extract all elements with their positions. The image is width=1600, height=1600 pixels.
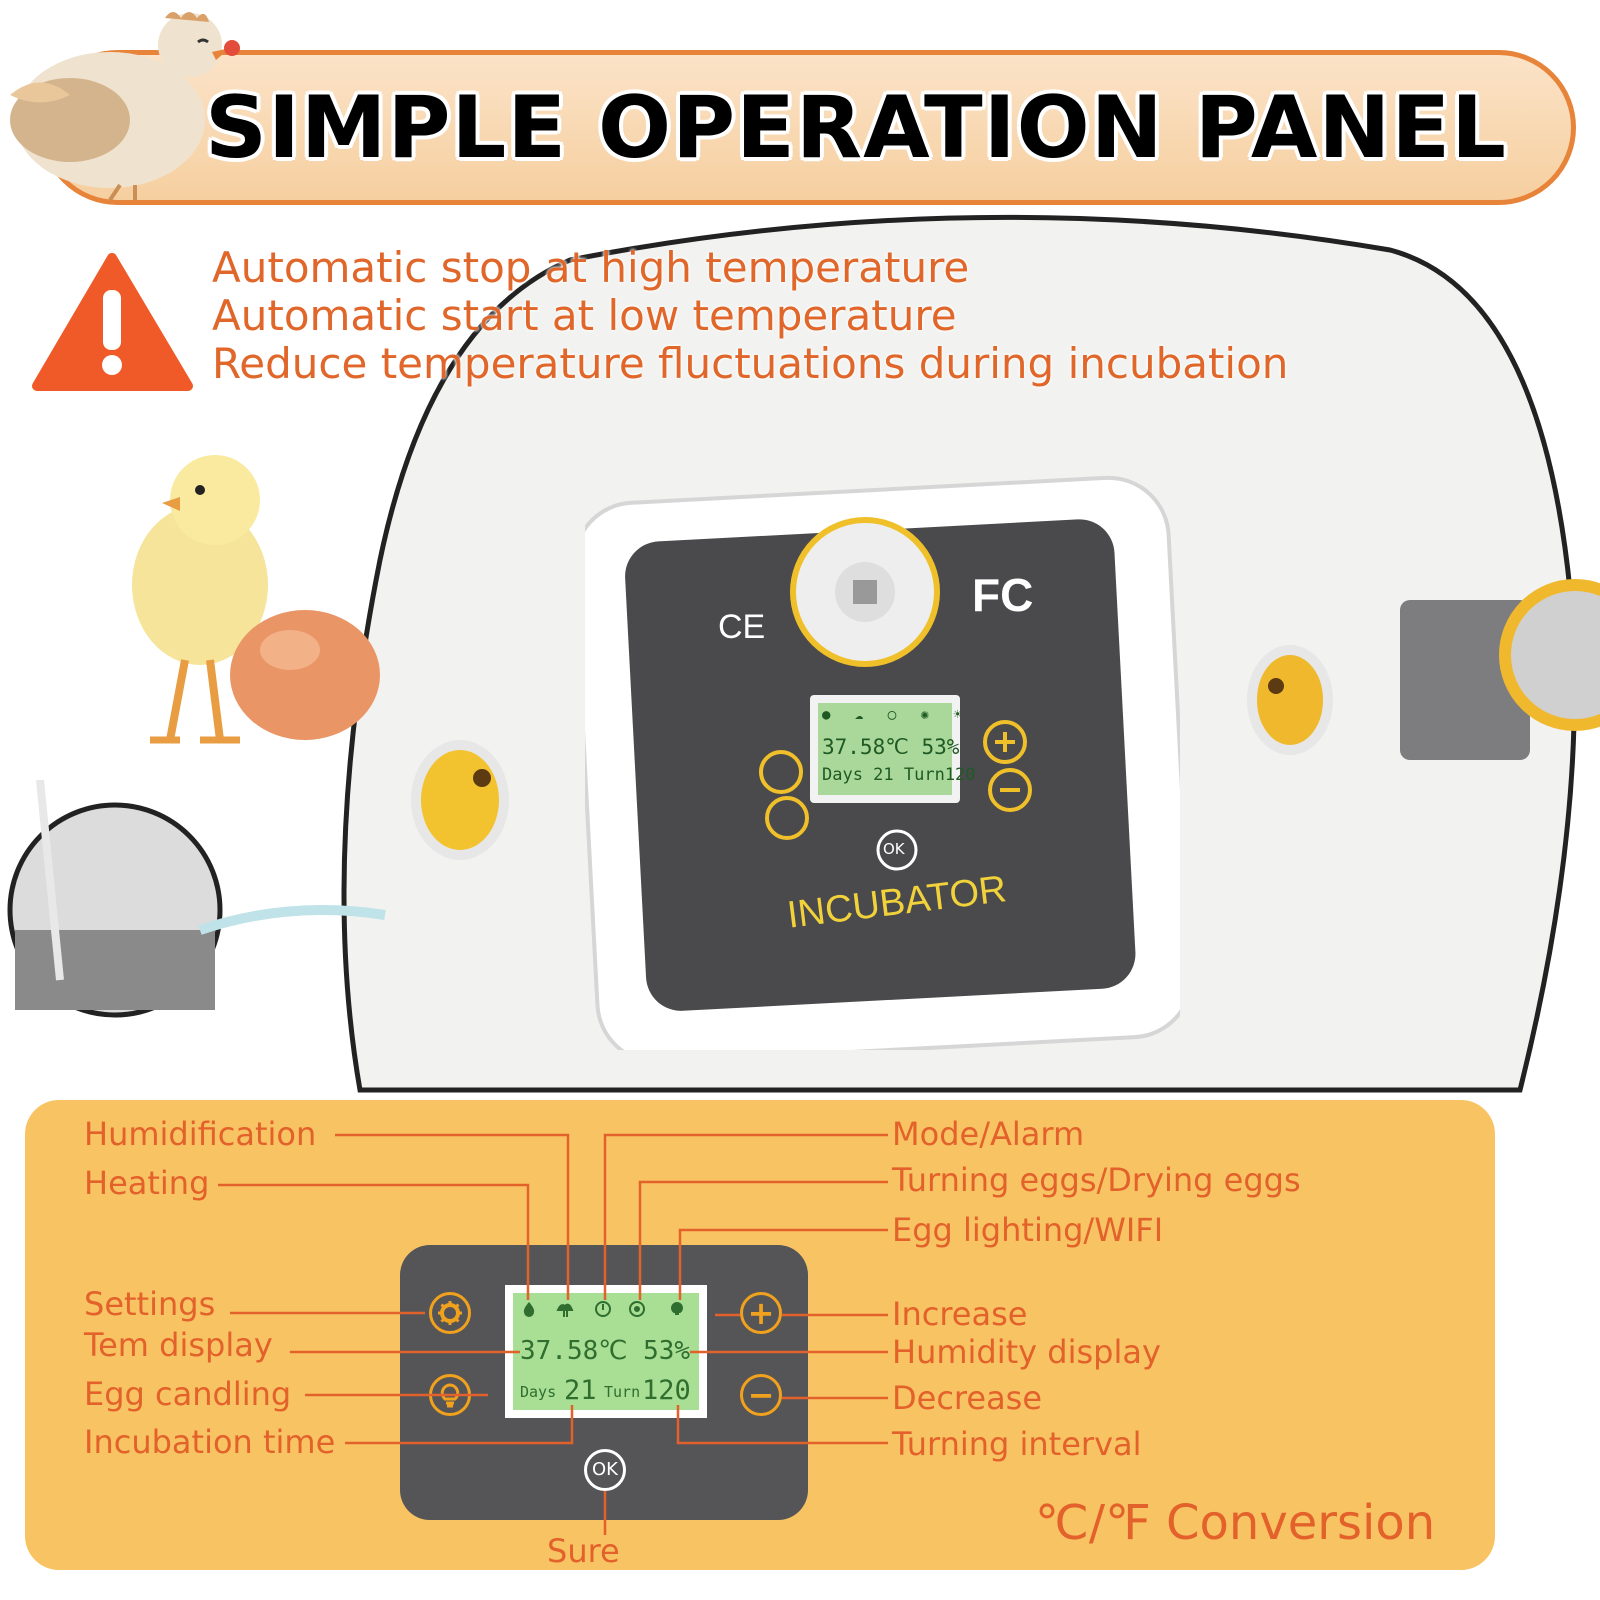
device-ok-label: OK	[883, 840, 905, 858]
warning-line-1: Automatic stop at high temperature	[212, 243, 970, 292]
device-lcd-icons: ● ☁ ◯ ✺ ☀	[822, 707, 970, 723]
device-ce-mark: CE	[718, 608, 766, 646]
banner-title: SIMPLE OPERATION PANEL	[205, 78, 1507, 178]
lcd-turn-value: 120	[642, 1375, 691, 1406]
heat-icon	[556, 1303, 574, 1317]
device-gear-icon	[759, 750, 803, 794]
label-decrease: Decrease	[892, 1379, 1043, 1417]
label-egg-lighting: Egg lighting/WIFI	[892, 1211, 1164, 1249]
settings-gear-icon	[438, 1301, 462, 1325]
device-bulb-icon	[765, 796, 809, 840]
warning-icon	[32, 253, 193, 391]
humidify-icon	[523, 1302, 535, 1317]
device-lcd-screen	[818, 703, 952, 795]
device-fc-mark: FC	[972, 569, 1034, 621]
plus-icon: +	[747, 1294, 775, 1332]
hen-icon	[10, 12, 240, 202]
increase-button[interactable]: +	[740, 1292, 782, 1334]
egg-candling-button[interactable]	[429, 1374, 471, 1416]
label-mode-alarm: Mode/Alarm	[892, 1115, 1085, 1153]
device-plus-icon	[983, 720, 1027, 764]
egg-icon	[230, 610, 380, 740]
label-heating: Heating	[84, 1164, 210, 1202]
device-lcd-days: Days 21 Turn120	[822, 765, 976, 785]
label-conversion: ℃/℉ Conversion	[1035, 1495, 1436, 1551]
label-humidification: Humidification	[84, 1115, 317, 1153]
lcd-turn-label: Turn	[604, 1383, 641, 1401]
label-settings: Settings	[84, 1285, 216, 1323]
decrease-button[interactable]: −	[740, 1374, 782, 1416]
device-ok-icon	[876, 829, 918, 871]
settings-button[interactable]	[429, 1292, 471, 1334]
minus-icon: −	[747, 1376, 775, 1414]
lcd-days-value: 21	[564, 1375, 597, 1406]
light-icon	[671, 1301, 683, 1315]
turn-icon	[629, 1301, 645, 1317]
label-sure: Sure	[547, 1532, 620, 1570]
lcd-temperature-humidity: 37.58℃ 53%	[520, 1336, 691, 1366]
ok-button[interactable]: OK	[584, 1449, 626, 1491]
label-egg-candling: Egg candling	[84, 1375, 292, 1413]
label-tem-display: Tem display	[84, 1326, 273, 1364]
right-latch	[1247, 645, 1333, 755]
water-tube-inset	[7, 779, 386, 1018]
device-lcd-temperature: 37.58℃ 53%	[822, 735, 960, 759]
left-latch	[411, 740, 509, 860]
label-incubation-time: Incubation time	[84, 1423, 336, 1461]
lcd-screen	[513, 1293, 699, 1410]
bulb-icon	[440, 1383, 460, 1408]
warning-line-3: Reduce temperature fluctuations during i…	[212, 339, 1289, 388]
label-turning-interval: Turning interval	[892, 1425, 1142, 1463]
mode-icon	[595, 1301, 611, 1317]
device-minus-icon	[988, 768, 1032, 812]
chick-icon	[132, 455, 380, 744]
label-increase: Increase	[892, 1295, 1028, 1333]
title-banner	[40, 50, 1576, 205]
label-turning-eggs: Turning eggs/Drying eggs	[892, 1161, 1301, 1199]
lcd-days-label: Days	[520, 1383, 557, 1401]
label-humidity-display: Humidity display	[892, 1333, 1161, 1371]
warning-line-2: Automatic start at low temperature	[212, 291, 957, 340]
